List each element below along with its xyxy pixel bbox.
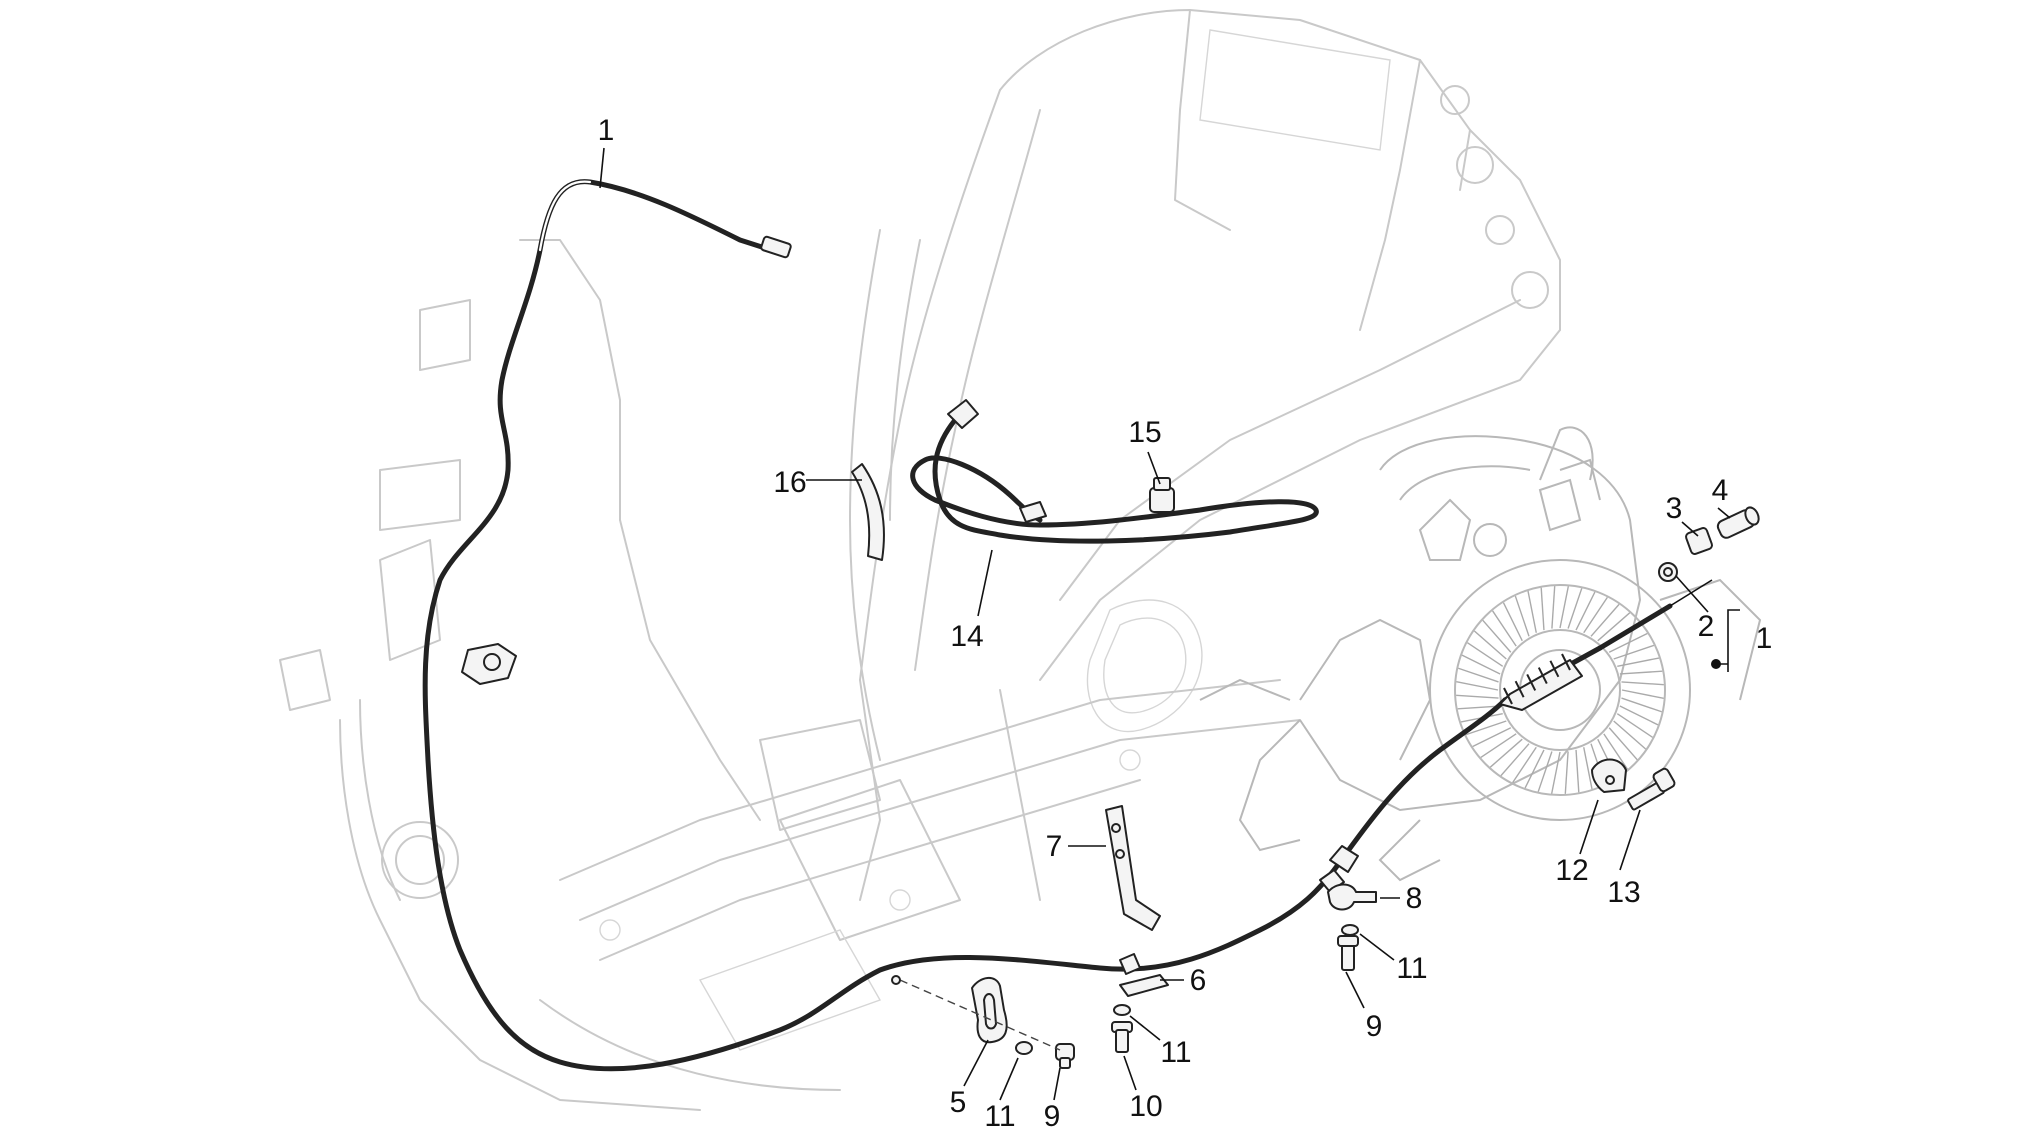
- part-15-connector: [1149, 477, 1175, 513]
- part-14-sensor-cable: [910, 399, 1319, 544]
- variator-fan: [1429, 559, 1691, 821]
- fan-rib: [1583, 747, 1593, 790]
- fan-rib: [1500, 743, 1530, 777]
- boot-rib: [1537, 667, 1548, 685]
- fan-rib: [1458, 667, 1499, 683]
- boot-rib: [1514, 680, 1525, 698]
- boot-rib: [1526, 673, 1537, 691]
- fan-rib: [1551, 751, 1561, 794]
- fan-rib: [1482, 619, 1512, 653]
- leader-lines: [599, 147, 1740, 1101]
- label-4: 4: [1712, 474, 1729, 507]
- fan-rib: [1583, 597, 1608, 634]
- parts: [422, 179, 1760, 1072]
- boot-rib: [1561, 653, 1571, 671]
- label-7: 7: [1046, 830, 1063, 863]
- boot-rib: [1503, 687, 1513, 705]
- fan-rib: [1512, 746, 1537, 783]
- fan-rib: [1603, 733, 1629, 770]
- leader-dot: [1711, 659, 1721, 669]
- fan-rib: [1467, 642, 1504, 667]
- fan-rib: [1564, 751, 1569, 794]
- fan-rib: [1489, 738, 1523, 768]
- part-11-washer-b: [1113, 1004, 1131, 1016]
- fan-rib: [1465, 720, 1507, 736]
- label-15: 15: [1128, 416, 1161, 449]
- fan-rib: [1613, 720, 1647, 750]
- fan-rib: [1480, 733, 1517, 759]
- fan-rib: [1608, 727, 1638, 761]
- fan-rib: [1590, 603, 1620, 637]
- part-1-rear-cable-end: [1499, 579, 1713, 711]
- fan-rib: [1527, 590, 1537, 633]
- engine-cvt-housing: [1199, 426, 1762, 882]
- callout-labels: 1 16 15 14 3 4 2 1 7 8 12 13 6 11 11 9 5…: [598, 114, 1773, 1130]
- fan-rib: [1619, 705, 1659, 726]
- fan-rib: [1575, 749, 1580, 793]
- fan-rib: [1597, 612, 1631, 642]
- part-5-retaining-clip: [891, 975, 1061, 1051]
- label-3: 3: [1666, 492, 1683, 525]
- scooter-frame: [279, 9, 1561, 1111]
- part-2-cable-nut: [1658, 562, 1678, 582]
- fan-rib: [1621, 689, 1664, 699]
- label-10: 10: [1129, 1090, 1162, 1123]
- fan-rib: [1617, 657, 1660, 667]
- fan-rib: [1502, 602, 1523, 642]
- part-12-clamp: [1591, 758, 1627, 793]
- part-13-bolt: [1627, 767, 1676, 811]
- part-7-bracket: [1105, 805, 1161, 931]
- fan-rib: [1514, 595, 1530, 637]
- fan-rib: [1537, 751, 1553, 792]
- label-14: 14: [950, 620, 983, 653]
- fan-rib: [1616, 713, 1653, 738]
- fan-rib: [1472, 727, 1512, 748]
- fan-rib: [1559, 586, 1569, 629]
- label-9-bottom: 9: [1044, 1100, 1061, 1130]
- part-11-washer-a: [1341, 924, 1359, 936]
- part-4-adjuster-barrel: [1716, 506, 1760, 539]
- part-8-cable-clip: [1327, 883, 1377, 911]
- fan-rib: [1621, 681, 1664, 686]
- fan-rib: [1551, 586, 1556, 629]
- label-13: 13: [1607, 876, 1640, 909]
- part-16-pad: [851, 463, 885, 561]
- part-6-guide-plate: [1119, 974, 1169, 997]
- fan-rib: [1461, 654, 1501, 675]
- label-16: 16: [773, 466, 806, 499]
- label-5: 5: [950, 1086, 967, 1119]
- label-11-c: 11: [984, 1100, 1015, 1130]
- fan-rib: [1491, 610, 1517, 647]
- label-2: 2: [1698, 610, 1715, 643]
- part-11-washer-c: [1015, 1041, 1033, 1055]
- part-9-screw-right: [1337, 935, 1359, 971]
- part-3-adjuster-nut: [1685, 527, 1713, 555]
- part-10-bolt: [1111, 1021, 1133, 1053]
- part-9-screw-bottom: [1055, 1043, 1075, 1069]
- label-9-right: 9: [1366, 1010, 1383, 1043]
- fan-rib: [1608, 632, 1648, 653]
- fan-rib: [1540, 587, 1545, 631]
- fan-rib: [1456, 694, 1499, 699]
- fan-rib: [1473, 630, 1507, 660]
- fan-rib: [1613, 644, 1655, 660]
- fan-rib: [1567, 588, 1583, 629]
- label-6: 6: [1190, 964, 1207, 997]
- part-1-brake-cable-front: [422, 179, 1508, 1072]
- fan-rib: [1575, 591, 1596, 631]
- label-1-top: 1: [598, 114, 615, 147]
- front-cable-clip: [461, 643, 517, 685]
- fan-rib: [1619, 670, 1663, 675]
- label-12: 12: [1555, 854, 1588, 887]
- label-1-right: 1: [1756, 622, 1773, 655]
- label-11-b: 11: [1160, 1036, 1191, 1069]
- boot-rib: [1549, 660, 1560, 678]
- fan-rib: [1457, 705, 1501, 710]
- label-11-a: 11: [1396, 952, 1427, 985]
- fan-rib: [1456, 681, 1499, 691]
- label-8: 8: [1406, 882, 1423, 915]
- fan-rib: [1621, 697, 1662, 713]
- fan-rib: [1524, 749, 1545, 789]
